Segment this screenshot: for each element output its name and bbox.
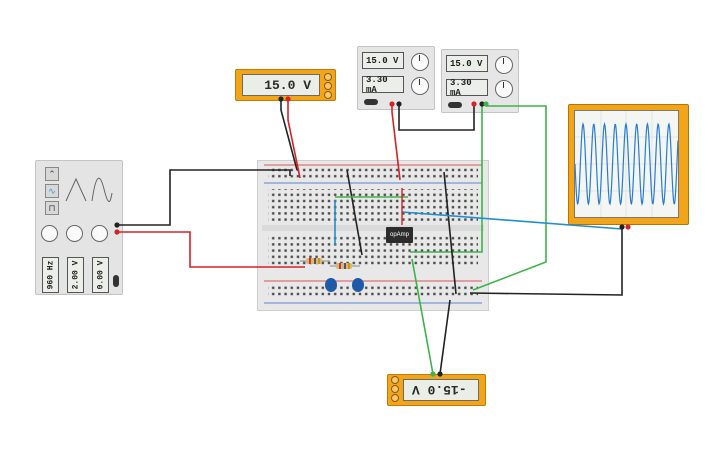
bottom-multimeter[interactable]: -15.0 V [387, 374, 486, 406]
oscilloscope-screen [574, 110, 679, 218]
offset-value: 0.00 V [96, 260, 105, 290]
waveform-symbols [65, 177, 113, 202]
triangle-wave-icon[interactable]: ⌃ [45, 167, 59, 181]
breadboard-holes [262, 164, 484, 304]
psu-left-voltage: 15.0 V [366, 55, 399, 66]
mode-button-a[interactable] [324, 73, 332, 81]
square-wave-icon[interactable]: ⊓ [45, 201, 59, 215]
power-supply-left[interactable]: 15.0 V 3.30 mA [357, 46, 435, 110]
frequency-knob-icon[interactable] [41, 225, 58, 242]
top-multimeter-reading: 15.0 V [264, 77, 311, 93]
frequency-value: 960 Hz [46, 260, 55, 290]
oscilloscope-trace [574, 111, 679, 217]
power-supply-right[interactable]: 15.0 V 3.30 mA [441, 49, 519, 113]
psu-right-current: 3.30 mA [450, 77, 472, 98]
opamp-chip[interactable]: opAmp [386, 227, 413, 243]
amplitude-value: 2.00 V [71, 260, 80, 290]
voltage-knob-icon[interactable] [495, 56, 513, 74]
black-wire [469, 227, 623, 296]
mode-button-v[interactable] [324, 82, 332, 90]
top-multimeter[interactable]: 15.0 V [235, 69, 336, 101]
power-button-icon[interactable] [113, 275, 119, 287]
psu-right-current-display: 3.30 mA [446, 77, 488, 98]
power-button-icon[interactable] [448, 102, 462, 108]
psu-left-current: 3.30 mA [366, 74, 388, 95]
sine-wave-icon[interactable]: ∿ [45, 184, 59, 198]
opamp-label: opAmp [389, 232, 409, 238]
amplitude-knob-icon[interactable] [66, 225, 83, 242]
amplitude-display: 2.00 V [67, 257, 84, 293]
psu-left-current-display: 3.30 mA [362, 74, 404, 95]
function-generator[interactable]: ⌃ ∿ ⊓ 960 Hz 2.00 V 0.00 V [35, 160, 123, 295]
mode-button-a[interactable] [391, 394, 399, 402]
current-knob-icon[interactable] [495, 80, 513, 98]
psu-right-voltage-display: 15.0 V [446, 55, 488, 72]
mode-button-r[interactable] [391, 376, 399, 384]
offset-display: 0.00 V [92, 257, 109, 293]
power-button-icon[interactable] [364, 99, 378, 105]
offset-knob-icon[interactable] [91, 225, 108, 242]
current-knob-icon[interactable] [411, 77, 429, 95]
psu-right-voltage: 15.0 V [450, 58, 483, 69]
voltage-knob-icon[interactable] [411, 53, 429, 71]
psu-left-voltage-display: 15.0 V [362, 52, 404, 69]
frequency-display: 960 Hz [42, 257, 59, 293]
bottom-multimeter-display: -15.0 V [403, 379, 479, 401]
bottom-multimeter-reading: -15.0 V [412, 382, 467, 398]
mode-button-v[interactable] [391, 385, 399, 393]
breadboard[interactable] [257, 160, 489, 311]
black-wire [439, 299, 451, 375]
oscilloscope[interactable] [568, 104, 689, 225]
top-multimeter-display: 15.0 V [242, 74, 320, 96]
mode-button-r[interactable] [324, 91, 332, 99]
